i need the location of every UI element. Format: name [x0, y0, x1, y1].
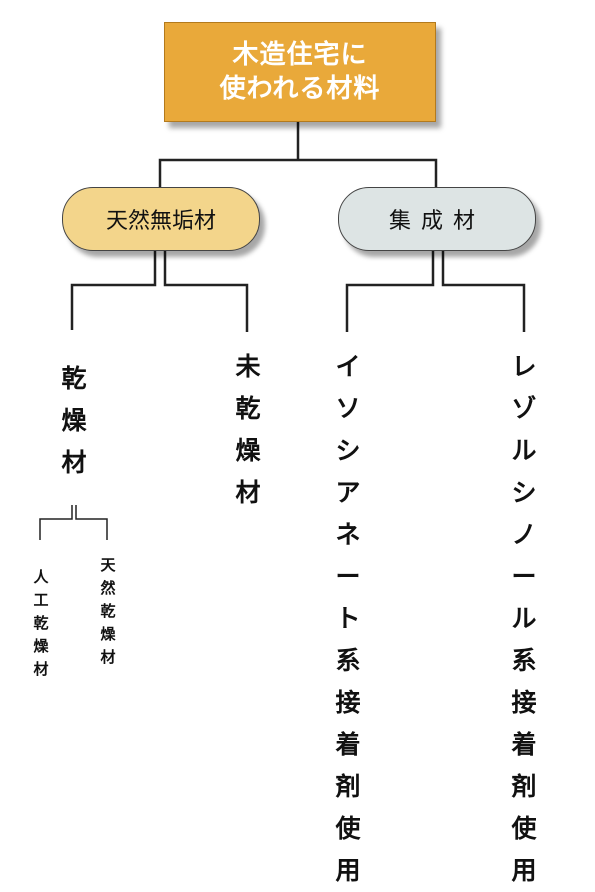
vertical-char: 使 [511, 814, 537, 843]
vertical-char: ゾ [511, 394, 537, 423]
vertical-char: 乾 [61, 364, 87, 393]
vertical-char: 燥 [100, 625, 116, 643]
leaf-dried-wood: 乾燥材 [52, 358, 96, 484]
vertical-char: 材 [61, 448, 87, 477]
vertical-char: 乾 [235, 394, 261, 423]
vertical-char: 天 [100, 556, 116, 574]
vertical-char: 剤 [511, 772, 537, 801]
vertical-char: 材 [33, 660, 49, 678]
vertical-char: 然 [100, 579, 116, 597]
connector-natural-dried [70, 249, 157, 330]
vertical-char: 燥 [33, 637, 49, 655]
vertical-char: 着 [511, 730, 537, 759]
connector-dried-natural [75, 505, 108, 540]
vertical-char: イ [335, 352, 361, 381]
vertical-char: 接 [511, 688, 537, 717]
vertical-char: 乾 [33, 614, 49, 632]
connector-lines [39, 120, 526, 540]
connector-laminated-res [441, 249, 526, 332]
vertical-char: 工 [33, 591, 49, 609]
leaf-undried-wood: 未乾燥材 [226, 346, 270, 514]
vertical-char: 燥 [61, 406, 87, 435]
vertical-char: 剤 [335, 772, 361, 801]
vertical-char: 用 [335, 856, 361, 885]
leaf-natural-dried: 天然乾燥材 [95, 554, 121, 669]
vertical-char: シ [511, 478, 537, 507]
vertical-char: ー [511, 562, 537, 591]
connector-dried-artificial [39, 505, 73, 540]
category-natural-solid-wood: 天然無垢材 [62, 187, 260, 251]
vertical-char: 燥 [235, 436, 261, 465]
vertical-char: 用 [511, 856, 537, 885]
vertical-char: 乾 [100, 602, 116, 620]
vertical-char: ア [335, 478, 361, 507]
vertical-char: 着 [335, 730, 361, 759]
root-title-line2: 使われる材料 [219, 74, 381, 104]
vertical-char: 系 [335, 646, 361, 675]
vertical-char: 使 [335, 814, 361, 843]
vertical-char: ソ [335, 394, 361, 423]
root-title-line1: 木造住宅に [232, 40, 368, 70]
root-node: 木造住宅に 使われる材料 [164, 22, 436, 122]
vertical-char: 人 [33, 568, 49, 586]
connector-laminated-iso [345, 249, 435, 332]
category-laminated-wood: 集成材 [338, 187, 536, 251]
vertical-char: ル [511, 436, 537, 465]
vertical-char: ト [335, 604, 361, 633]
category-natural-label: 天然無垢材 [105, 209, 216, 234]
leaf-artificial-dried: 人工乾燥材 [28, 566, 54, 681]
connector-root-branches [158, 158, 438, 187]
vertical-char: 系 [511, 646, 537, 675]
vertical-char: レ [511, 352, 537, 381]
vertical-char: ノ [511, 520, 537, 549]
vertical-char: 接 [335, 688, 361, 717]
vertical-char: ネ [335, 520, 361, 549]
vertical-char: 材 [235, 478, 261, 507]
vertical-char: ー [335, 562, 361, 591]
connector-natural-undried [163, 249, 249, 332]
category-laminated-label: 集成材 [388, 209, 485, 234]
vertical-char: ル [511, 604, 537, 633]
vertical-char: シ [335, 436, 361, 465]
leaf-isocyanate-adhesive: イソシアネート系接着剤使用 [326, 346, 370, 892]
leaf-resorcinol-adhesive: レゾルシノール系接着剤使用 [502, 346, 546, 892]
vertical-char: 材 [100, 648, 116, 666]
vertical-char: 未 [235, 352, 261, 381]
